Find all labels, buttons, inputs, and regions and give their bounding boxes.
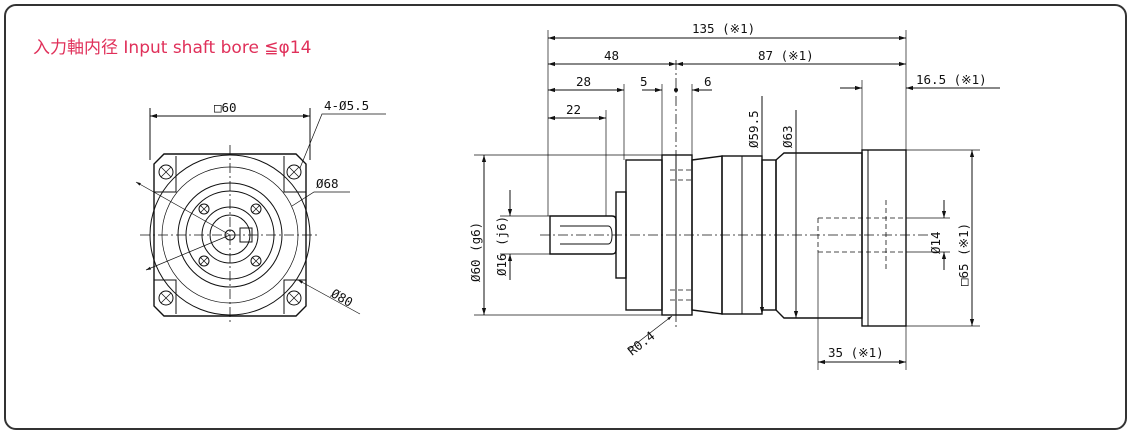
motor-adapter: [775, 152, 863, 319]
dim-48: 48: [604, 48, 619, 63]
mounting-hole: [158, 164, 302, 306]
dim-65: □65 (※1): [956, 223, 971, 286]
square-dim: □60: [214, 100, 237, 115]
dim-16: Ø16 (j6): [494, 216, 509, 276]
pcd-inner-dim: Ø68: [316, 176, 339, 191]
dim-5: 5: [640, 74, 648, 89]
dim-r04: R0.4: [625, 328, 658, 358]
dim-60: Ø60 (g6): [468, 222, 483, 282]
dim-59-5: Ø59.5: [746, 110, 761, 148]
front-view: □60 4-Ø5.5 Ø68 Ø80: [135, 98, 386, 325]
side-view: 135 (※1) 48 87 (※1) 28 5 6 22 16.5 (※1) …: [468, 21, 1000, 370]
dim-87: 87 (※1): [758, 48, 814, 63]
dim-6: 6: [704, 74, 712, 89]
dim-63: Ø63: [780, 125, 795, 148]
dim-22: 22: [566, 102, 581, 117]
dim-16-5: 16.5 (※1): [916, 72, 987, 87]
dim-28: 28: [576, 74, 591, 89]
drawing-frame: [4, 4, 1127, 430]
holes-dim: 4-Ø5.5: [324, 98, 369, 113]
drawing-heading: 入力軸内径 Input shaft bore ≦φ14: [33, 38, 312, 58]
pcd-outer-dim: Ø80: [329, 286, 356, 310]
dim-14: Ø14: [928, 231, 943, 254]
dim-35: 35 (※1): [828, 345, 884, 360]
end-cap: [861, 149, 907, 327]
overall-length-dim: 135 (※1): [692, 21, 755, 36]
